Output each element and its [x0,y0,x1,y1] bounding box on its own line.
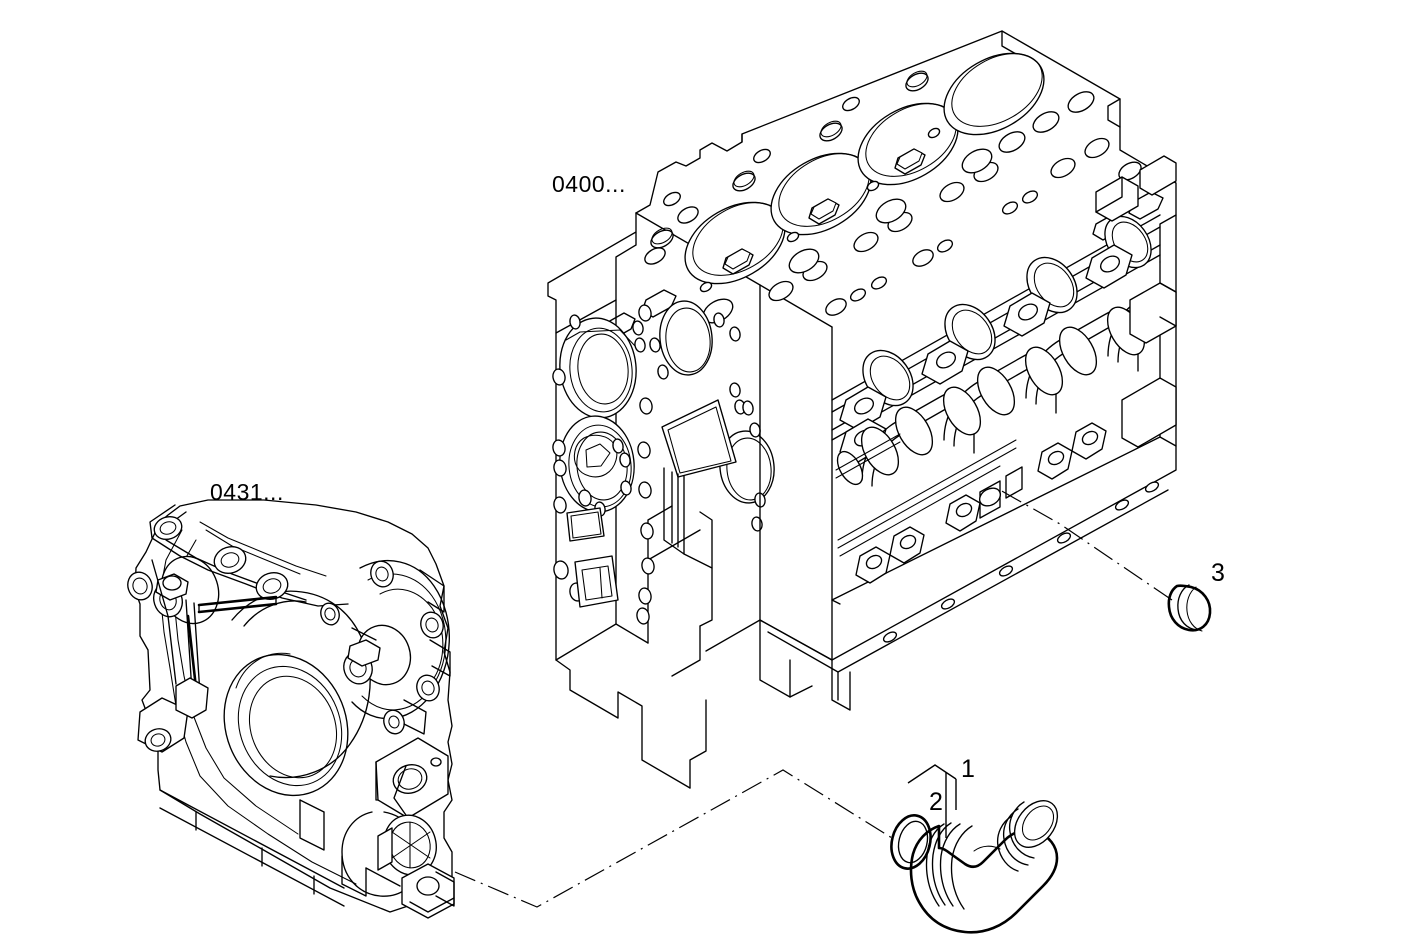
water-jacket-windows [836,306,1146,486]
water-inlet-port [341,811,455,919]
timing-gear-cover-group-label: 0431... [210,479,284,505]
plug-leader-line [999,489,1173,601]
deck-holes [604,70,1164,339]
lower-side-bosses [855,422,1107,584]
o-ring-seal [890,814,932,870]
timing-gear-cover [127,499,455,919]
callout-number-2: 2 [929,788,943,816]
engine-cylinder-block-group-label: 0400... [552,171,626,197]
elbow-assembly-leader-line [454,769,893,908]
core-expansion-plug [1167,584,1212,632]
callout-number-1: 1 [961,755,975,783]
callout-number-3: 3 [1211,559,1225,587]
callout-bracket [907,764,957,838]
front-face-bolt-holes [552,304,766,625]
water-elbow-pipe [909,800,1059,934]
water-pump-bolt-bosses [320,560,444,735]
cylinder-bores [684,52,1045,285]
engine-cylinder-block [547,30,1177,789]
pan-rail-holes [882,481,1160,643]
